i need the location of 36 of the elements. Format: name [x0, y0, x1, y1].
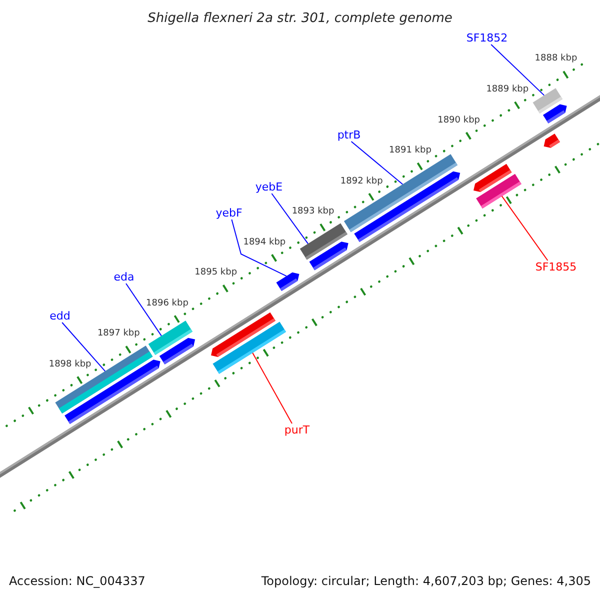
- scale-label: 1898 kbp: [48, 359, 92, 370]
- gene-label: purT: [284, 424, 310, 436]
- scale-label: 1897 kbp: [97, 328, 140, 340]
- leader-line: [62, 322, 106, 372]
- gene-label: yebE: [255, 180, 283, 194]
- leader-line: [271, 193, 308, 244]
- gene-block: [276, 272, 300, 291]
- diagram-title: Shigella flexneri 2a str. 301, complete genome: [148, 10, 452, 28]
- scale-label: 1891 kbp: [389, 146, 432, 157]
- accession-text: Accession: NC_004337: [9, 574, 146, 589]
- gene-bar: [148, 320, 193, 355]
- gene-label: SF1852: [466, 32, 508, 44]
- gene-label: SF1855: [535, 260, 577, 274]
- leader-line: [490, 44, 545, 96]
- scale-label: 1890 kbp: [438, 115, 480, 126]
- scale-label: 1895 kbp: [194, 268, 238, 279]
- scale-label: 1893 kbp: [292, 206, 334, 218]
- scale-label: 1894 kbp: [243, 237, 286, 248]
- gene-label: ptrB: [337, 128, 361, 142]
- scale-label: 1896 kbp: [146, 298, 188, 310]
- leader-line: [126, 283, 162, 336]
- gene-bar: [476, 174, 522, 208]
- leader-line: [350, 141, 404, 185]
- leader-line: [501, 196, 548, 261]
- scale-label: 1889 kbp: [486, 84, 529, 96]
- gene-bar: [212, 322, 286, 374]
- gene-label: eda: [114, 270, 134, 284]
- gene-label: yebF: [216, 206, 242, 220]
- gene-label: edd: [50, 310, 70, 322]
- leader-line: [252, 352, 292, 424]
- leader-line: [231, 219, 287, 277]
- gene-bar: [532, 88, 563, 114]
- genome-info-text: Topology: circular; Length: 4,607,203 bp; Genes: 4,305: [261, 574, 591, 589]
- gene-bar: [300, 223, 348, 260]
- scale-label: 1892 kbp: [340, 176, 383, 188]
- scale-label: 1888 kbp: [534, 54, 578, 65]
